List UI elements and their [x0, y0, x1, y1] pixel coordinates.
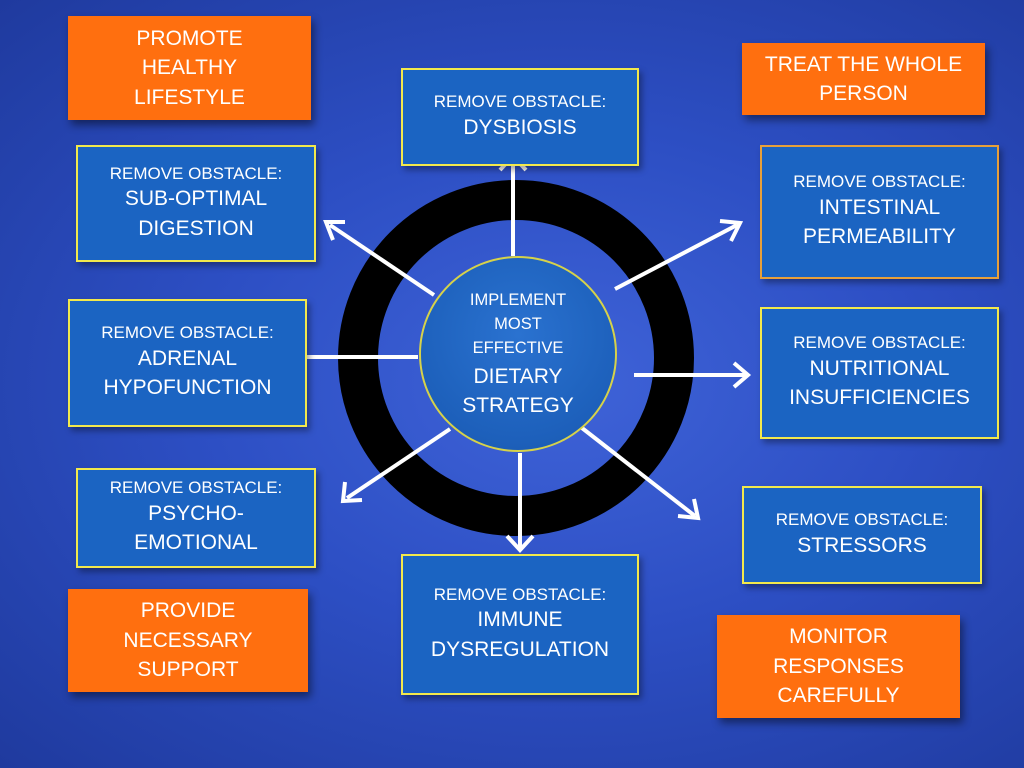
obstacle-label: REMOVE OBSTACLE:	[793, 333, 966, 353]
principle-whole-person: TREAT THE WHOLE PERSON	[742, 43, 985, 115]
obstacle-immune-dysregulation: REMOVE OBSTACLE: IMMUNE DYSREGULATION	[401, 554, 639, 695]
arrow-to-stressors	[580, 426, 697, 518]
obstacle-name: NUTRITIONAL	[809, 356, 950, 380]
center-line-2: MOST	[494, 314, 542, 333]
obstacle-adrenal-hypofunction: REMOVE OBSTACLE: ADRENAL HYPOFUNCTION	[68, 299, 307, 427]
obstacle-sub-optimal-digestion: REMOVE OBSTACLE: SUB-OPTIMAL DIGESTION	[76, 145, 316, 262]
principle-line: CAREFULLY	[777, 684, 900, 708]
obstacle-label: REMOVE OBSTACLE:	[101, 323, 274, 343]
obstacle-name: INTESTINAL	[818, 195, 941, 219]
obstacle-name: SUB-OPTIMAL	[124, 187, 268, 211]
obstacle-dysbiosis: REMOVE OBSTACLE: DYSBIOSIS	[401, 68, 639, 166]
obstacle-label: REMOVE OBSTACLE:	[793, 172, 966, 192]
obstacle-name: HYPOFUNCTION	[103, 376, 272, 400]
arrow-to-digestion	[328, 223, 436, 297]
obstacle-label: REMOVE OBSTACLE:	[433, 91, 607, 111]
obstacle-name: DIGESTION	[138, 216, 254, 240]
obstacle-stressors: REMOVE OBSTACLE: STRESSORS	[742, 486, 982, 584]
obstacle-name: DYSBIOSIS	[463, 115, 577, 139]
principle-line: PROMOTE	[136, 26, 243, 50]
obstacle-name: EMOTIONAL	[134, 531, 258, 555]
principle-necessary-support: PROVIDE NECESSARY SUPPORT	[68, 589, 308, 692]
obstacle-label: REMOVE OBSTACLE:	[775, 509, 949, 529]
principle-line: RESPONSES	[773, 654, 904, 678]
obstacle-label: REMOVE OBSTACLE:	[433, 584, 607, 604]
center-line-3: EFFECTIVE	[472, 338, 564, 357]
obstacle-label: REMOVE OBSTACLE:	[109, 478, 283, 498]
principle-line: HEALTHY	[141, 56, 238, 80]
obstacle-intestinal-permeability: REMOVE OBSTACLE: INTESTINAL PERMEABILITY	[760, 145, 999, 279]
obstacle-nutritional-insufficiencies: REMOVE OBSTACLE: NUTRITIONAL INSUFFICIEN…	[760, 307, 999, 439]
obstacle-label: REMOVE OBSTACLE:	[109, 163, 283, 183]
obstacle-name: STRESSORS	[797, 533, 927, 557]
obstacle-name: PERMEABILITY	[803, 225, 956, 249]
principle-line: TREAT THE WHOLE	[764, 52, 963, 76]
obstacle-name: PSYCHO-	[148, 501, 244, 525]
arrow-to-psycho	[345, 427, 452, 500]
arrow-to-intestinal-head	[719, 219, 744, 242]
obstacle-name: DYSREGULATION	[430, 637, 610, 661]
center-line-4: DIETARY	[473, 364, 563, 388]
arrow-to-nutritional-head	[732, 361, 752, 389]
principle-line: PROVIDE	[140, 599, 236, 623]
principle-healthy-lifestyle: PROMOTE HEALTHY LIFESTYLE	[68, 16, 311, 120]
principle-monitor-responses: MONITOR RESPONSES CAREFULLY	[717, 615, 960, 718]
obstacle-name: INSUFFICIENCIES	[789, 386, 970, 410]
arrow-to-stressors-head	[677, 498, 701, 521]
arrow-to-digestion-head	[323, 220, 345, 241]
obstacle-name: IMMUNE	[477, 608, 563, 632]
obstacle-psycho-emotional: REMOVE OBSTACLE: PSYCHO- EMOTIONAL	[76, 468, 316, 568]
principle-line: SUPPORT	[137, 658, 239, 682]
arrow-to-psycho-head	[340, 481, 363, 504]
arrow-to-immune-head	[505, 534, 535, 553]
principle-line: PERSON	[819, 82, 908, 105]
principle-line: LIFESTYLE	[134, 85, 245, 109]
obstacle-name: ADRENAL	[137, 346, 238, 370]
center-line-5: STRATEGY	[462, 393, 574, 417]
principle-line: MONITOR	[789, 625, 888, 649]
arrow-to-intestinal	[614, 223, 738, 291]
principle-line: NECESSARY	[123, 628, 253, 652]
center-line-1: IMPLEMENT	[469, 290, 567, 309]
center-dietary-strategy: IMPLEMENT MOST EFFECTIVE DIETARY STRATEG…	[419, 256, 617, 452]
